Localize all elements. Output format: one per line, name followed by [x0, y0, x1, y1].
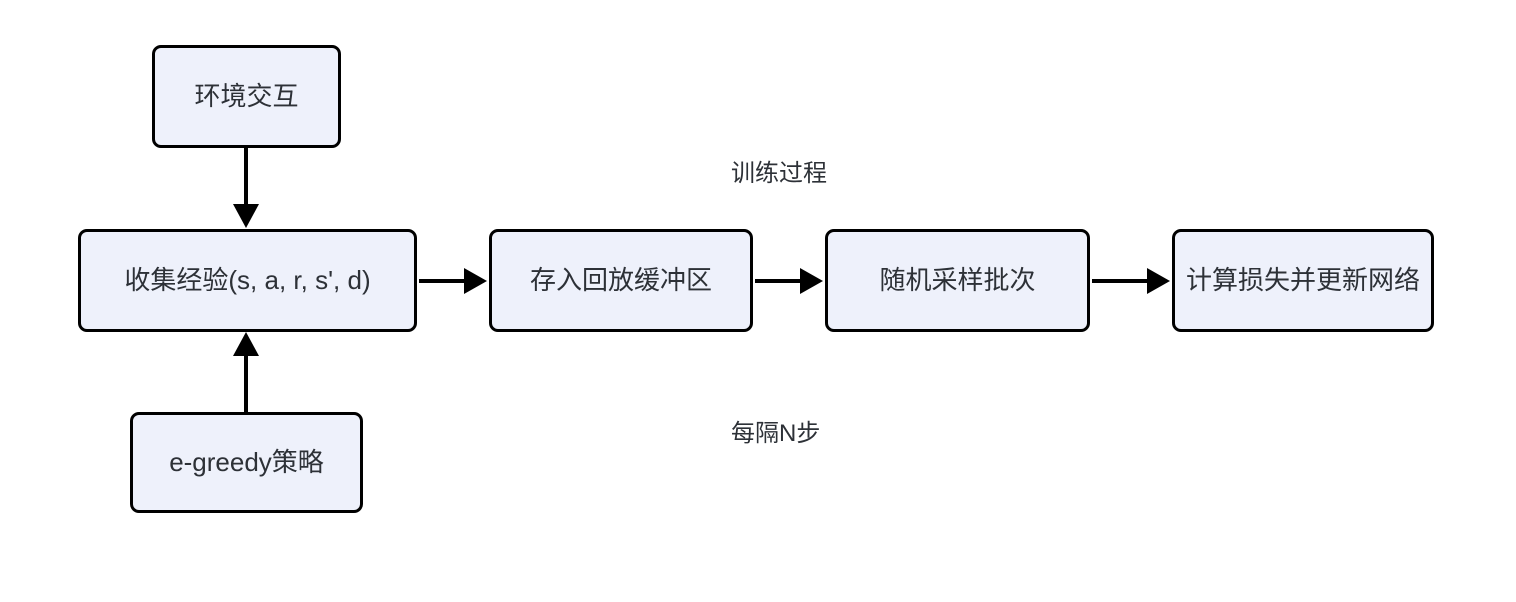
edge-sample-to-update: [1092, 268, 1170, 294]
node-env-interaction[interactable]: 环境交互: [152, 45, 341, 148]
edge-buffer-to-sample: [755, 268, 823, 294]
edge-collect-to-buffer: [419, 268, 487, 294]
node-sample-batch[interactable]: 随机采样批次: [825, 229, 1090, 332]
node-update-network[interactable]: 计算损失并更新网络: [1172, 229, 1434, 332]
label-training-process: 训练过程: [731, 160, 827, 187]
edge-env-to-collect: [233, 148, 259, 228]
node-update-network-label: 计算损失并更新网络: [1185, 265, 1420, 296]
node-collect-experience-label: 收集经验(s, a, r, s', d): [124, 265, 371, 296]
node-env-interaction-label: 环境交互: [194, 81, 299, 112]
edge-policy-to-collect: [233, 332, 259, 412]
node-replay-buffer[interactable]: 存入回放缓冲区: [489, 229, 753, 332]
node-collect-experience[interactable]: 收集经验(s, a, r, s', d): [78, 229, 417, 332]
node-replay-buffer-label: 存入回放缓冲区: [529, 265, 712, 296]
node-e-greedy-policy[interactable]: e-greedy策略: [130, 412, 363, 513]
label-every-n-steps: 每隔N步: [731, 420, 821, 447]
node-sample-batch-label: 随机采样批次: [879, 265, 1036, 296]
node-e-greedy-policy-label: e-greedy策略: [169, 447, 324, 478]
